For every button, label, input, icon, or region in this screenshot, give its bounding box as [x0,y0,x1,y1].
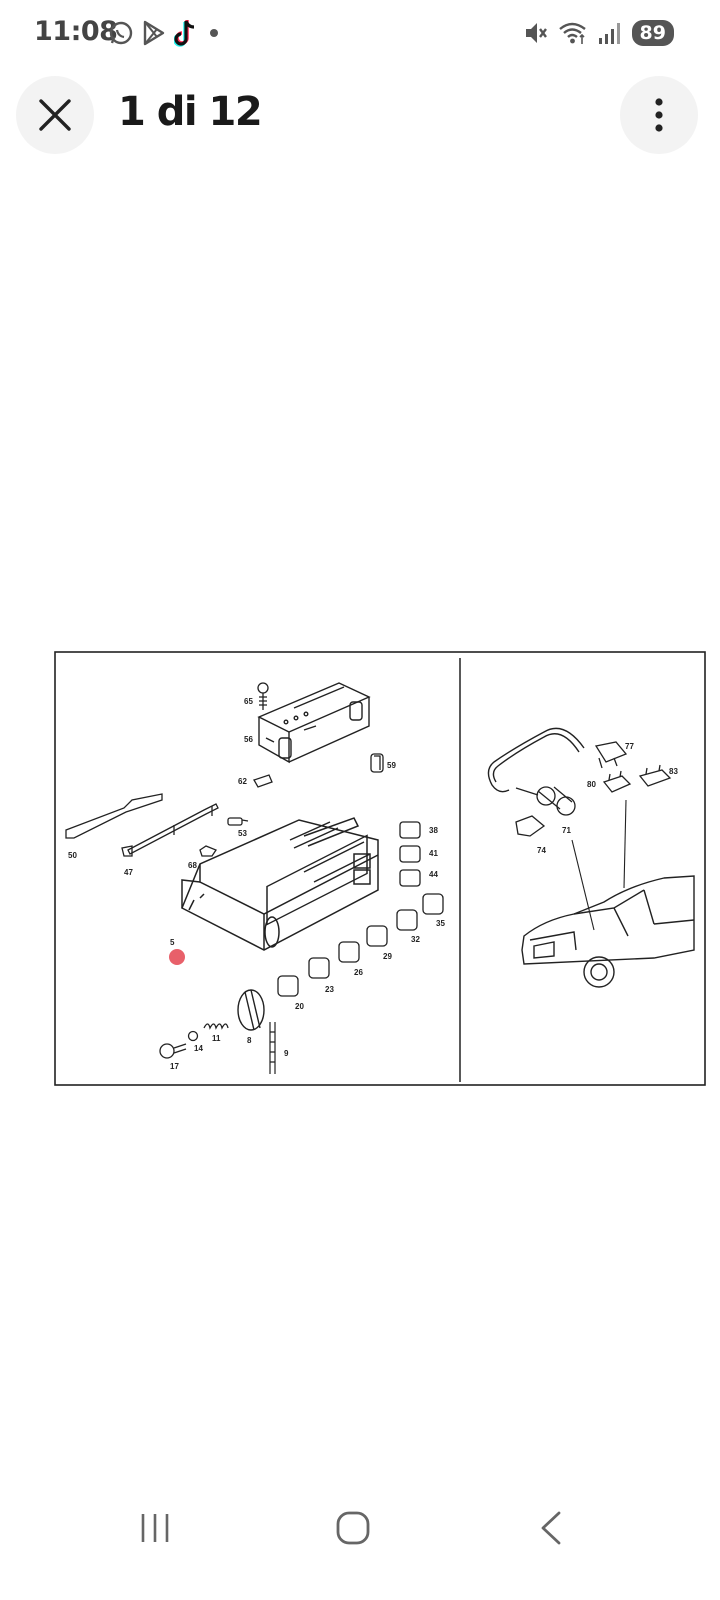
label-32: 32 [411,935,420,944]
navigation-bar [0,1490,720,1560]
bracket-74 [515,815,546,837]
pin-53 [227,817,249,826]
label-83: 83 [669,767,678,776]
scale-9 [269,1022,276,1074]
climate-control-unit-5 [181,817,379,951]
label-14: 14 [194,1044,203,1053]
label-44: 44 [429,870,438,879]
close-icon [39,99,71,131]
label-65: 65 [244,697,253,706]
home-icon [336,1511,370,1545]
valve-80 [602,770,632,793]
label-74: 74 [537,846,546,855]
viewer-header: 1 di 12 [0,72,720,160]
label-62: 62 [238,777,247,786]
home-button[interactable] [318,1500,388,1556]
bar-50 [65,793,163,839]
label-56: 56 [244,735,253,744]
parts-diagram-image[interactable]: 65 56 59 62 50 47 53 68 38 41 44 35 32 2… [54,650,706,1086]
label-23: 23 [325,985,334,994]
battery-level: 89 [631,20,674,46]
notification-icons [108,18,222,48]
signal-icon [598,23,620,44]
highlight-marker [169,949,185,965]
valve-83 [638,764,672,787]
play-store-icon [143,20,165,46]
back-button[interactable] [516,1500,586,1556]
more-vert-icon [655,98,663,132]
label-50: 50 [68,851,77,860]
label-9: 9 [284,1049,289,1058]
clip-59 [370,753,384,773]
label-11: 11 [212,1034,221,1043]
label-77: 77 [625,742,634,751]
label-38: 38 [429,826,438,835]
back-icon [541,1511,561,1545]
clip-68 [199,845,217,857]
close-button[interactable] [16,76,94,154]
label-29: 29 [383,952,392,961]
knob-8 [237,989,265,1031]
dot-icon [210,29,218,37]
spring-11 [203,1023,229,1030]
label-20: 20 [295,1002,304,1011]
vacuum-hose [487,727,585,793]
status-time: 11:08 [34,16,118,47]
valve-77 [594,741,628,769]
parts-diagram: 65 56 59 62 50 47 53 68 38 41 44 35 32 2… [54,651,706,1086]
solenoid-71 [515,786,576,816]
rod-47 [121,803,219,857]
ball-14 [187,1030,199,1042]
tiktok-icon [174,20,195,47]
label-71: 71 [562,826,571,835]
control-unit-56 [257,682,371,764]
pin-17 [159,1043,187,1059]
recent-apps-icon [141,1514,169,1542]
bracket-62 [253,774,273,788]
button-caps [277,821,444,997]
page-counter: 1 di 12 [118,89,263,135]
label-68: 68 [188,861,197,870]
car-illustration [521,875,695,988]
recent-apps-button[interactable] [120,1500,190,1556]
label-59: 59 [387,761,396,770]
more-options-button[interactable] [620,76,698,154]
status-bar: 11:08 [0,0,720,64]
label-41: 41 [429,849,438,858]
label-17: 17 [170,1062,179,1071]
leader-lines [571,799,627,931]
screw-65 [257,682,269,710]
label-35: 35 [436,919,445,928]
mute-icon [525,23,547,43]
label-5: 5 [170,938,175,947]
system-icons: 89 [524,18,674,48]
label-26: 26 [354,968,363,977]
label-8: 8 [247,1036,252,1045]
wifi-icon [558,22,586,44]
label-53: 53 [238,829,247,838]
whatsapp-icon [109,21,133,45]
label-80: 80 [587,780,596,789]
label-47: 47 [124,868,133,877]
